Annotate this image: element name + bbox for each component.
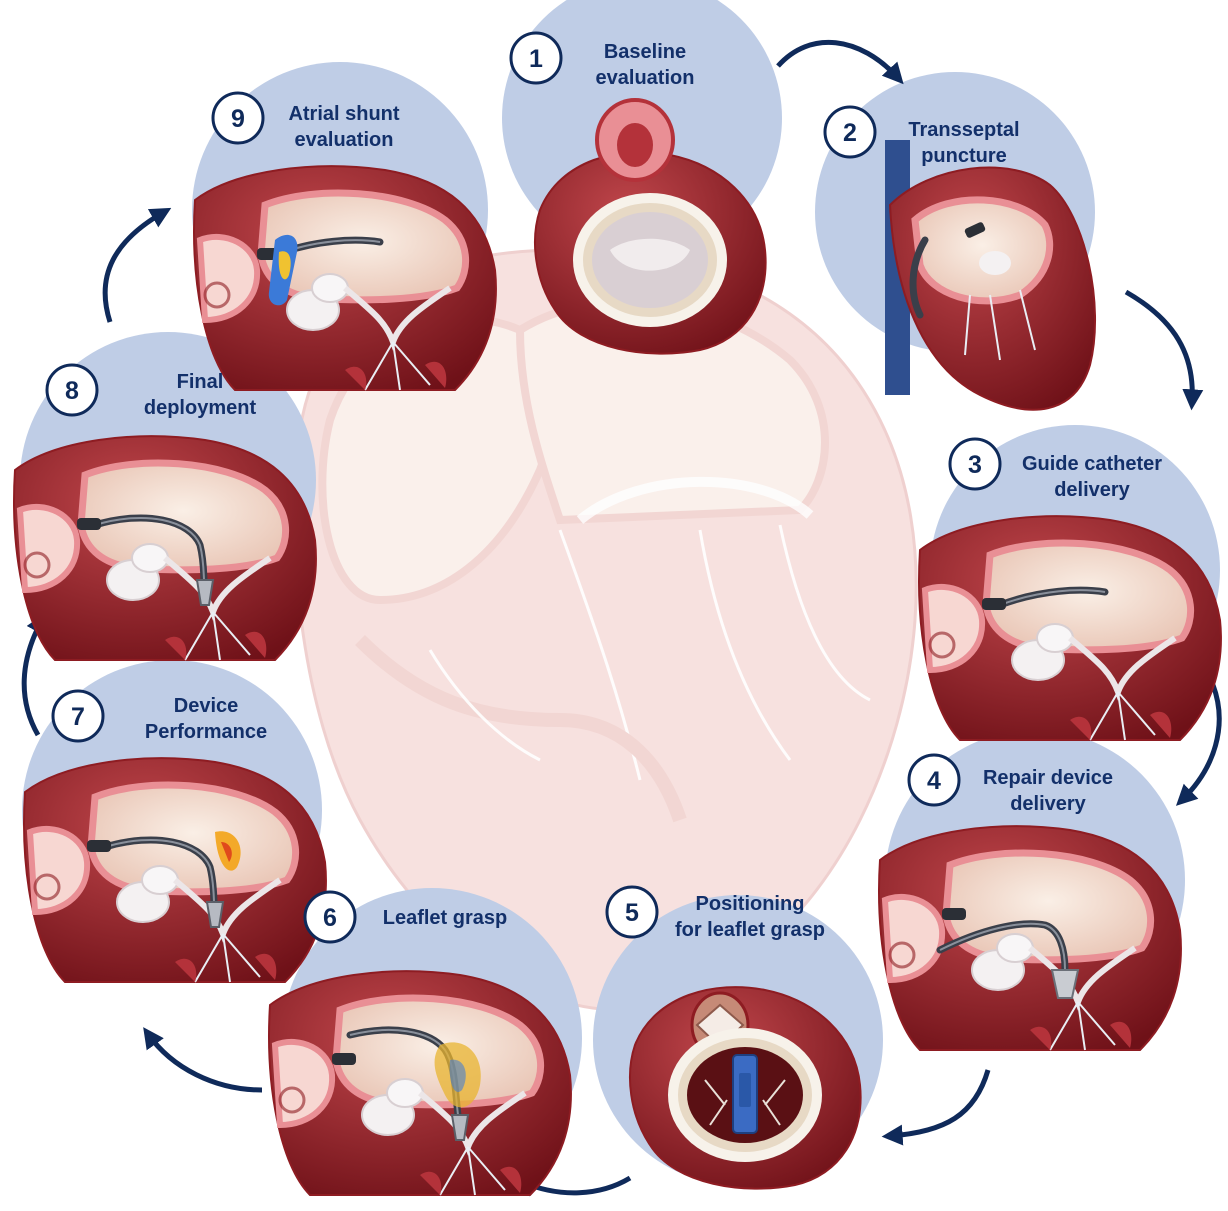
step-8-label-line-2: deployment (144, 397, 257, 419)
step-8-badge: 8 (47, 365, 97, 415)
step-7-label-line-2: Performance (145, 721, 267, 743)
heart-deployed-icon (14, 436, 316, 660)
step-4-number: 4 (927, 767, 941, 795)
step-2-label-line-1: Transseptal (908, 119, 1019, 141)
step-9-number: 9 (231, 105, 245, 133)
step-7-number: 7 (71, 703, 85, 731)
step-5-label-line-2: for leaflet grasp (675, 919, 825, 941)
step-4-badge: 4 (909, 755, 959, 805)
step-1-label-line-2: evaluation (596, 67, 695, 89)
step-1-label-line-1: Baseline (604, 41, 686, 63)
step-9-label-line-2: evaluation (295, 129, 394, 151)
step-5-badge: 5 (607, 887, 657, 937)
step-9-label-line-1: Atrial shunt (288, 103, 399, 125)
step-5-number: 5 (625, 899, 639, 927)
step-9-badge: 9 (213, 93, 263, 143)
step-8-number: 8 (65, 377, 79, 405)
heart-doppler-icon (24, 758, 326, 982)
heart-device-icon (879, 826, 1181, 1050)
step-2-label-line-2: puncture (921, 145, 1007, 167)
heart-catheter-icon (919, 516, 1221, 740)
step-2-number: 2 (843, 119, 857, 147)
arrow-2-to-3 (1126, 292, 1192, 402)
arrow-4-to-5 (890, 1070, 988, 1136)
step-4-label-line-1: Repair device (983, 767, 1113, 789)
step-3-label-line-1: Guide catheter (1022, 453, 1162, 475)
step-6-number: 6 (323, 904, 337, 932)
step-5-label-line-1: Positioning (696, 893, 805, 915)
step-6-label-line-1: Leaflet grasp (383, 907, 507, 929)
step-2-badge: 2 (825, 107, 875, 157)
heart-shunt-icon (194, 166, 496, 390)
step-7-badge: 7 (53, 691, 103, 741)
step-6-badge: 6 (305, 892, 355, 942)
arrow-8-to-9 (105, 212, 164, 322)
step-1-number: 1 (529, 45, 543, 73)
arrow-6-to-7 (148, 1034, 262, 1090)
step-3-badge: 3 (950, 439, 1000, 489)
heart-grasp-icon (269, 971, 571, 1195)
step-4-label-line-2: delivery (1010, 793, 1086, 815)
arrow-1-to-2 (778, 42, 898, 78)
step-7-label-line-1: Device (174, 695, 239, 717)
step-8-label-line-1: Final (177, 371, 224, 393)
step-3-label-line-2: delivery (1054, 479, 1130, 501)
step-1-badge: 1 (511, 33, 561, 83)
step-3-number: 3 (968, 451, 982, 479)
